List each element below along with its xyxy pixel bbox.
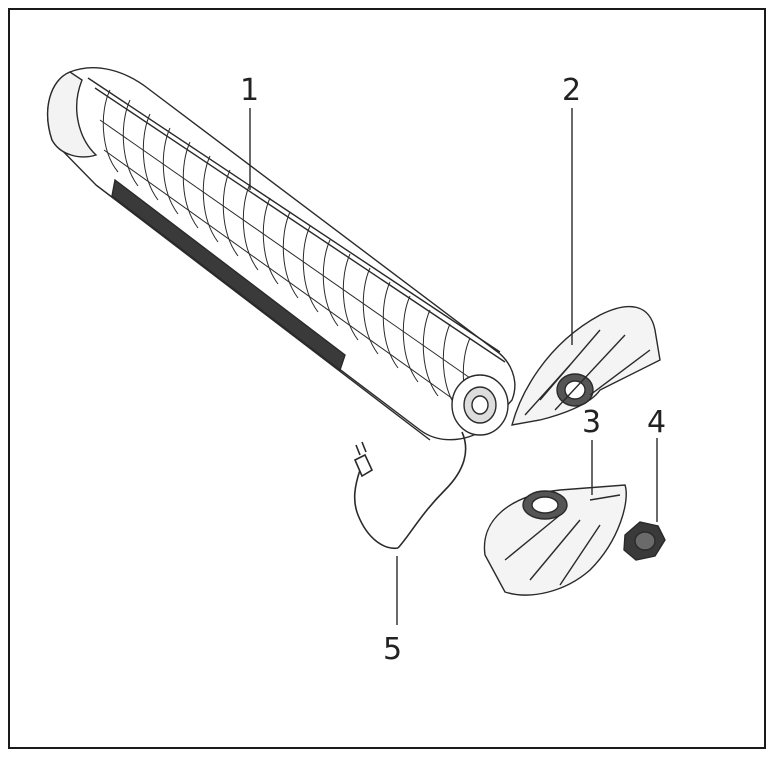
callout-label-3: 3 <box>582 405 602 440</box>
callout-label-5: 5 <box>383 632 403 667</box>
knob-nut <box>623 521 666 561</box>
callout-label-2: 2 <box>562 73 582 108</box>
leader-lines <box>249 108 658 625</box>
fan-cylinder <box>46 66 516 441</box>
lower-base-half <box>483 484 627 596</box>
upper-base-half <box>511 305 661 426</box>
callout-label-4: 4 <box>647 405 667 440</box>
power-cord <box>353 431 467 549</box>
callout-label-1: 1 <box>240 73 260 108</box>
